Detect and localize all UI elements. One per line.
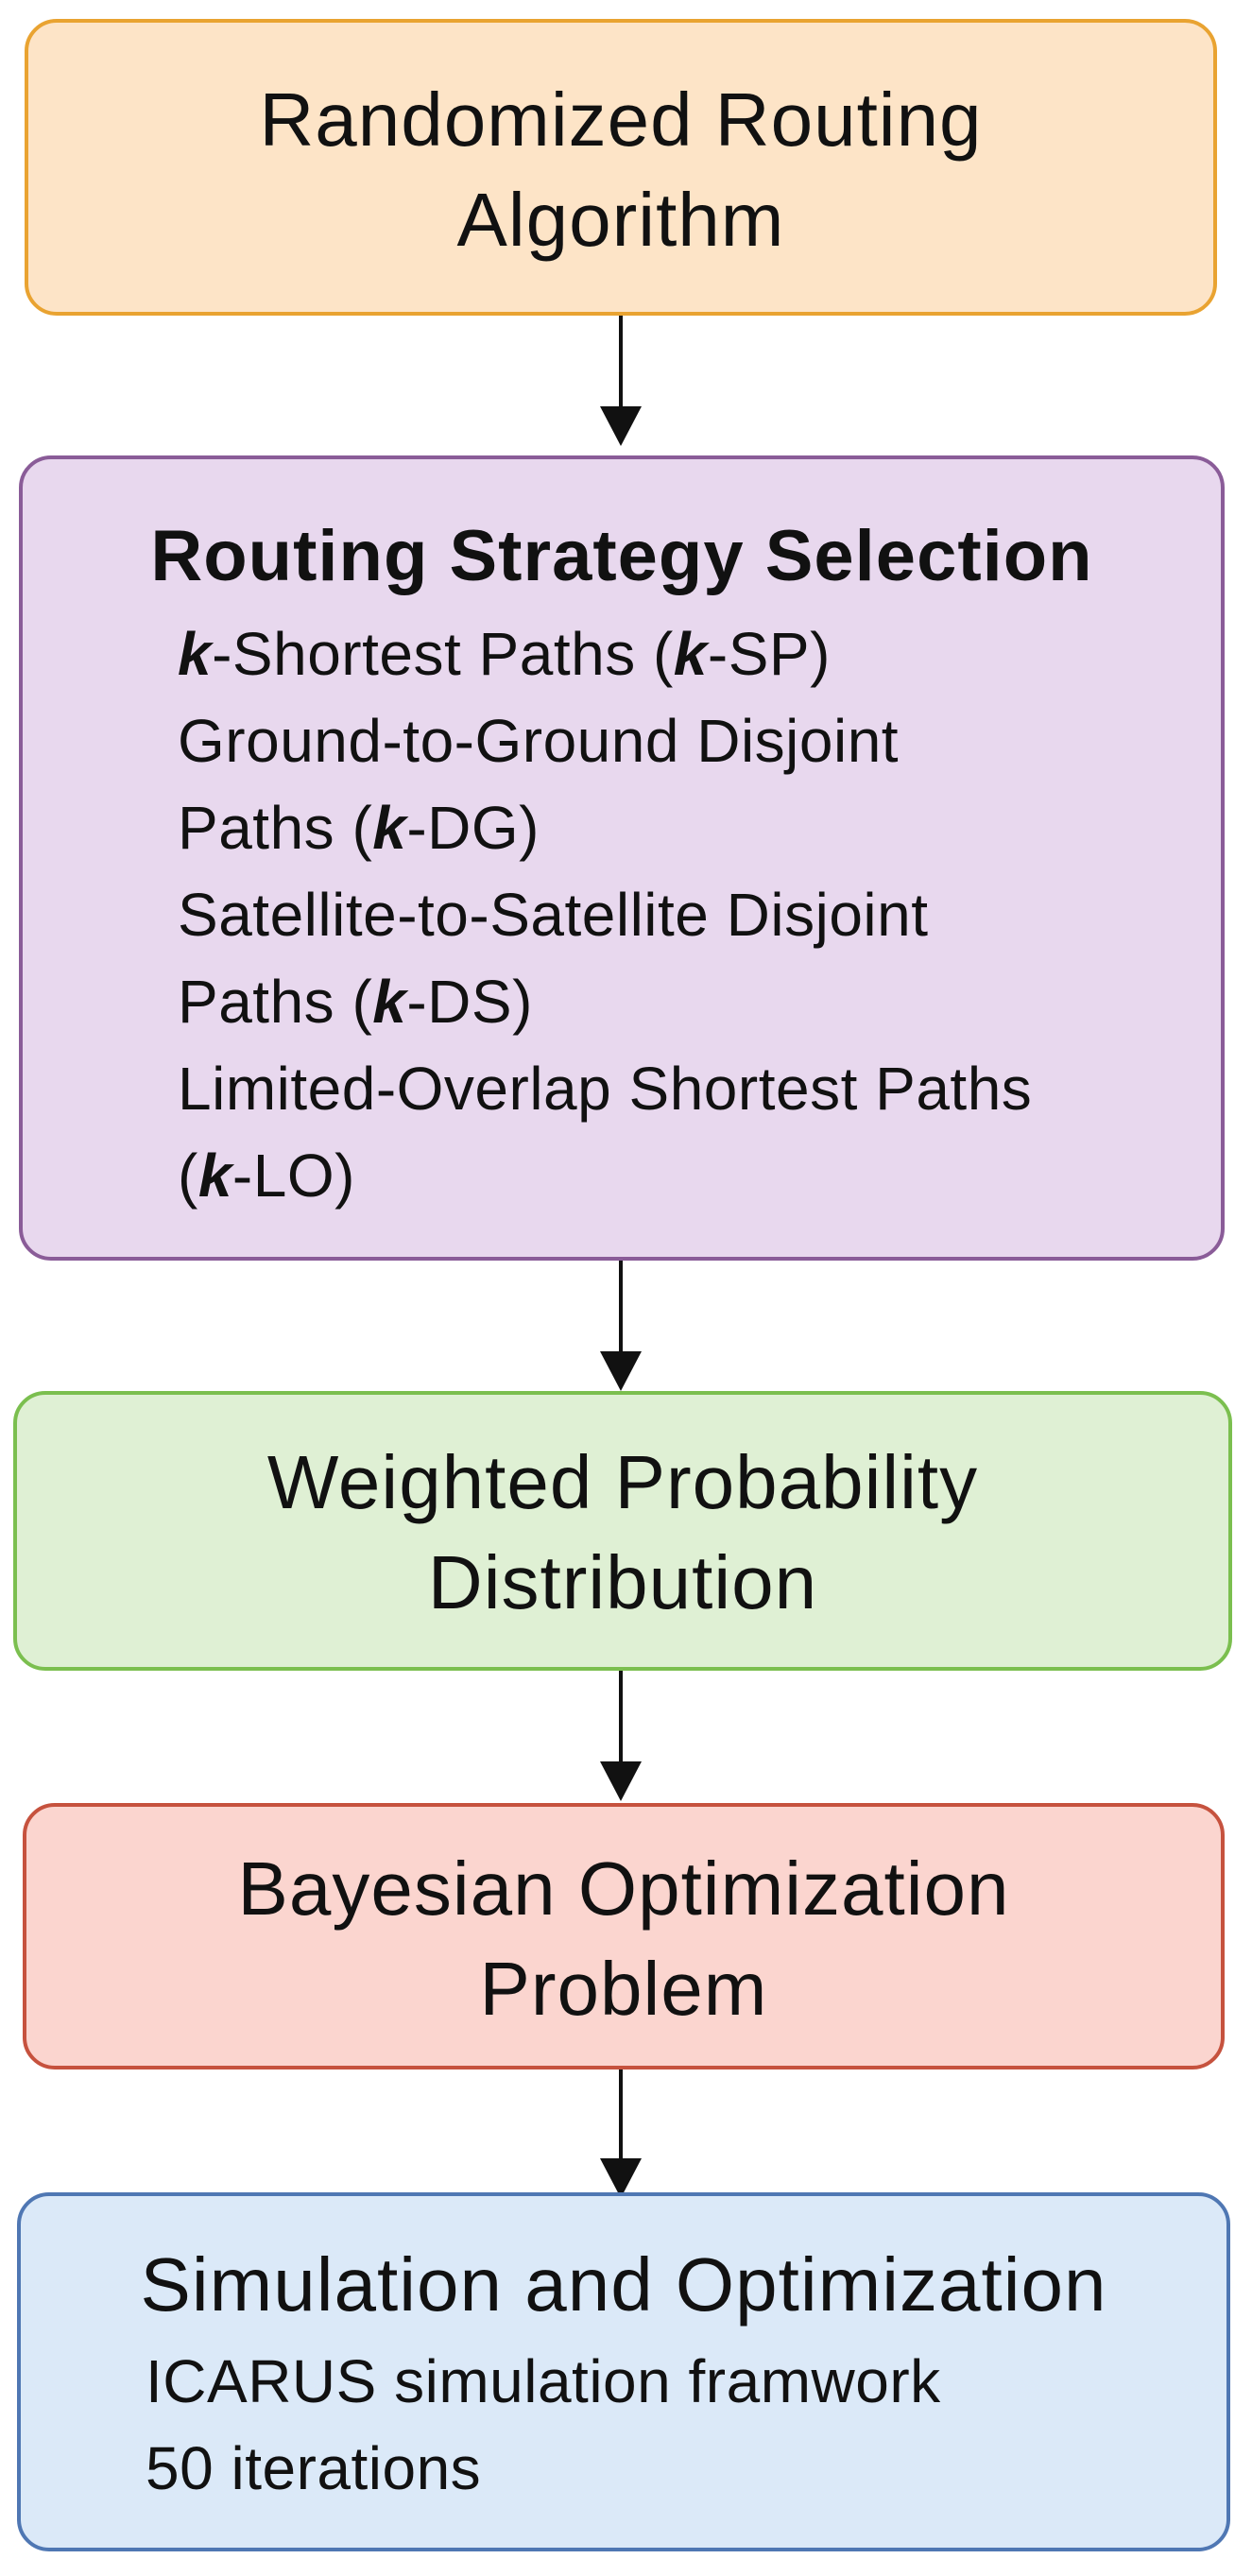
strategy-k-dg-pre: Paths ( xyxy=(178,794,373,862)
strategy-k-ds-pre: Paths ( xyxy=(178,968,373,1036)
strategy-k-lo-pre: ( xyxy=(178,1142,198,1210)
bayesian-optimization-problem-box: Bayesian Optimization Problem xyxy=(23,1803,1225,2069)
simulation-details-list: ICARUS simulation framwork 50 iterations xyxy=(21,2334,1226,2512)
strategy-k-dg-tail: -DG) xyxy=(406,794,540,862)
k-variable: k xyxy=(197,1142,232,1210)
k-variable: k xyxy=(178,620,213,688)
strategy-k-sp-tail: -SP) xyxy=(707,620,831,688)
strategy-k-lo-line2: (k-LO) xyxy=(178,1132,1221,1219)
routing-strategy-selection-box: Routing Strategy Selection k-Shortest Pa… xyxy=(19,455,1225,1261)
k-variable: k xyxy=(372,968,407,1036)
strategy-k-ds-line1: Satellite-to-Satellite Disjoint xyxy=(178,881,929,949)
box1-title-line2: Algorithm xyxy=(456,178,785,262)
simulation-and-optimization-box: Simulation and Optimization ICARUS simul… xyxy=(17,2192,1230,2551)
strategy-k-lo-tail: -LO) xyxy=(232,1142,355,1210)
box4-title-line1: Bayesian Optimization xyxy=(237,1846,1010,1931)
k-variable: k xyxy=(372,794,407,862)
iterations-item: 50 iterations xyxy=(146,2434,482,2502)
simulation-framework-item: ICARUS simulation framwork xyxy=(146,2347,941,2415)
strategy-k-sp: k-Shortest Paths (k-SP) xyxy=(178,610,1221,697)
strategy-k-dg-line2: Paths (k-DG) xyxy=(178,784,1221,871)
box2-title: Routing Strategy Selection xyxy=(150,516,1093,596)
box3-title-line1: Weighted Probability xyxy=(266,1440,979,1524)
routing-strategy-list: k-Shortest Paths (k-SP) Ground-to-Ground… xyxy=(23,607,1221,1219)
k-variable: k xyxy=(673,620,708,688)
randomized-routing-algorithm-box: Randomized Routing Algorithm xyxy=(25,19,1217,316)
weighted-probability-distribution-box: Weighted Probability Distribution xyxy=(13,1391,1232,1671)
strategy-k-ds-tail: -DS) xyxy=(406,968,533,1036)
box5-title: Simulation and Optimization xyxy=(140,2242,1107,2327)
box4-title-line2: Problem xyxy=(479,1947,768,2031)
strategy-k-dg-line1: Ground-to-Ground Disjoint xyxy=(178,707,900,775)
strategy-k-lo-line1: Limited-Overlap Shortest Paths xyxy=(178,1055,1033,1123)
box3-title-line2: Distribution xyxy=(427,1540,818,1624)
box1-title-line1: Randomized Routing xyxy=(259,77,983,162)
strategy-k-sp-text: -Shortest Paths ( xyxy=(212,620,674,688)
strategy-k-ds-line2: Paths (k-DS) xyxy=(178,958,1221,1045)
